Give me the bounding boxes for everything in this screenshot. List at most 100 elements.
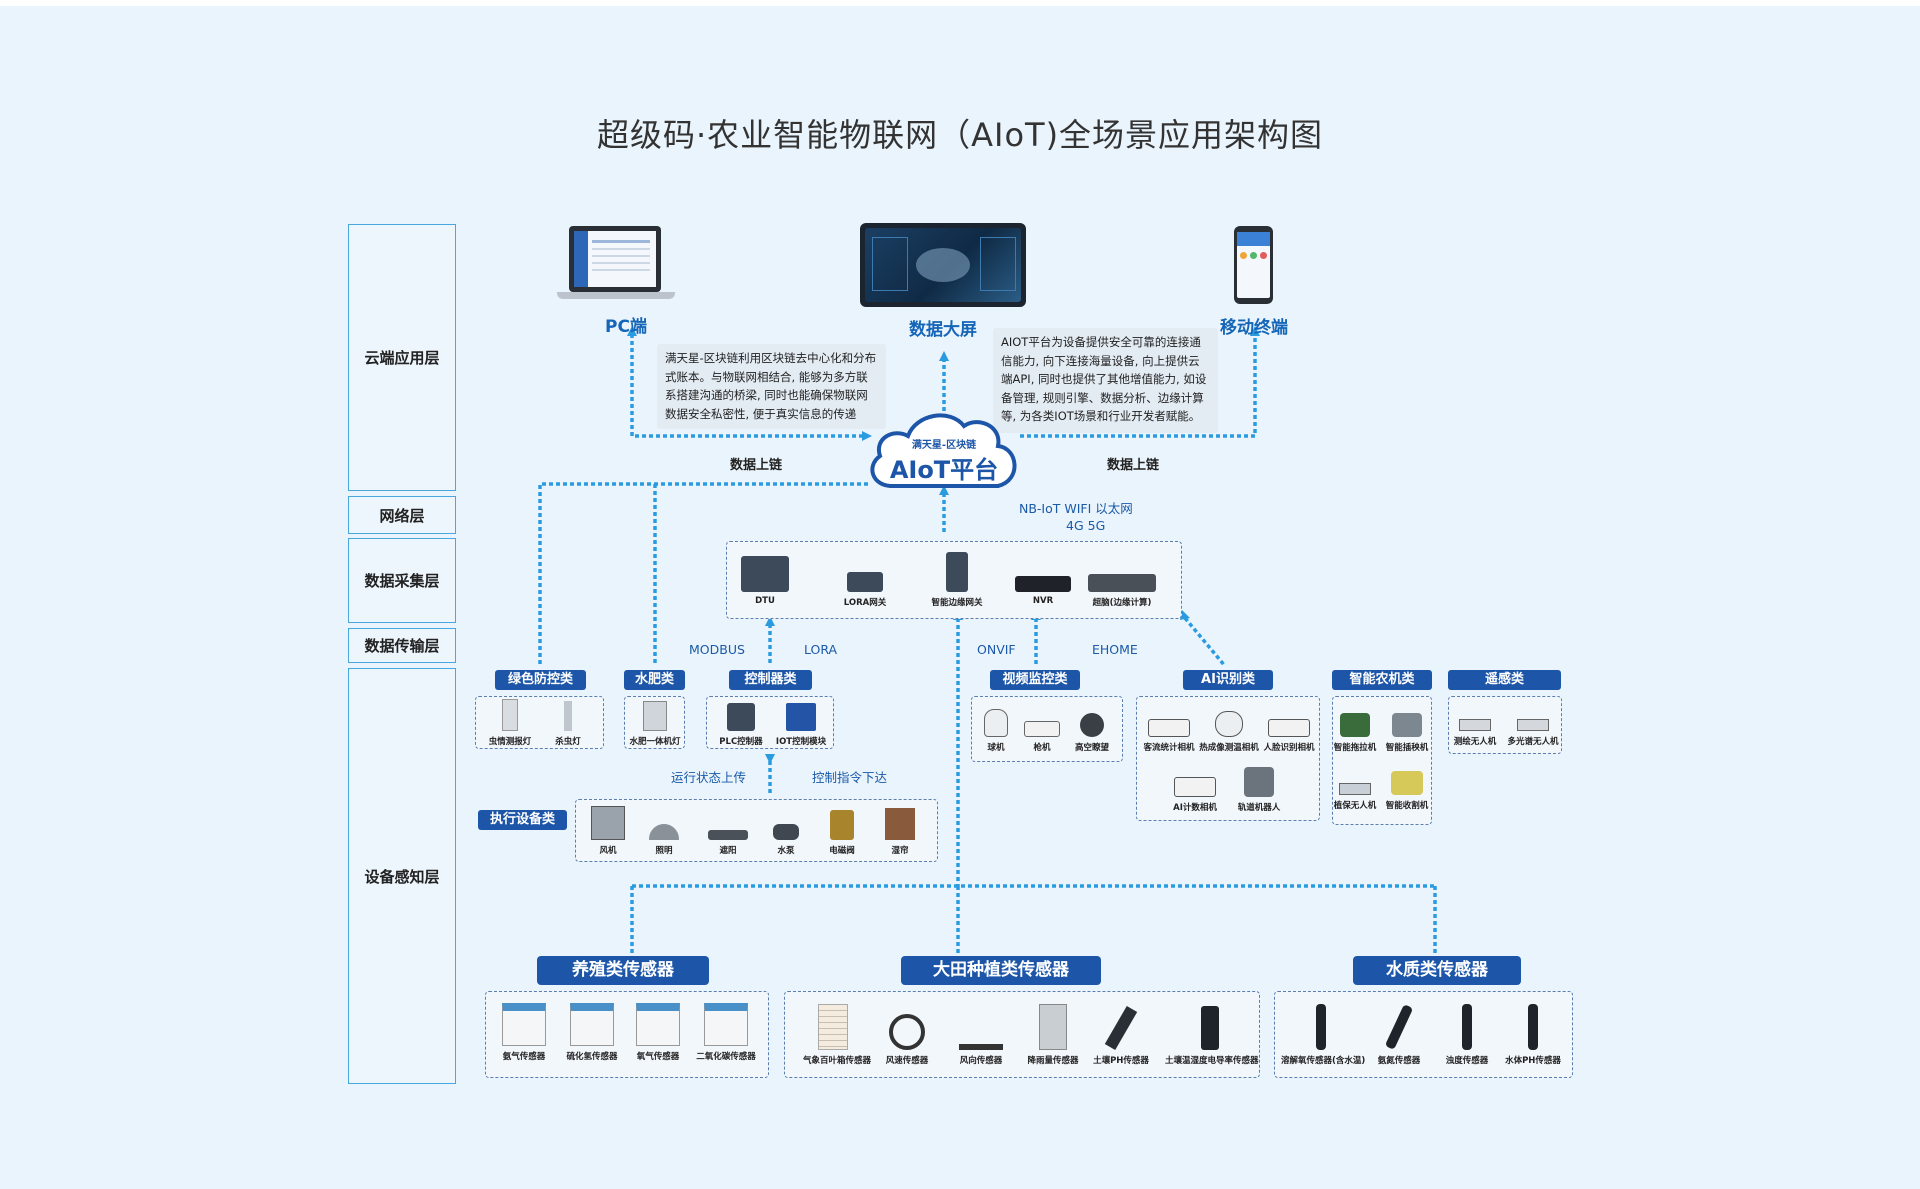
rain-gauge-icon [1039, 1004, 1067, 1050]
high-altitude-camera: 高空瞭望 [1062, 703, 1122, 753]
gateway-box: DTU LORA网关 智能边缘网关 NVR 超脑(边缘计算) [726, 541, 1182, 619]
item-label: 氧气传感器 [636, 1052, 680, 1062]
tag-controller: 控制器类 [729, 670, 812, 690]
gateway-label: LORA网关 [843, 598, 887, 608]
tag-green-control: 绿色防控类 [495, 670, 586, 690]
passenger-flow-camera: 客流统计相机 [1139, 703, 1199, 753]
uplink-right-label: 数据上链 [1107, 458, 1160, 473]
item-label: 溶解氧传感器(含水温) [1281, 1056, 1366, 1066]
gateway-label: NVR [1032, 596, 1054, 606]
protocol-onvif: ONVIF [977, 642, 1016, 657]
item-label: 客流统计相机 [1143, 743, 1195, 753]
rainfall-sensor: 降雨量传感器 [1023, 1002, 1083, 1066]
item-label: 智能收割机 [1385, 801, 1429, 811]
bullet-camera-icon [1024, 721, 1060, 737]
item-label: 枪机 [1033, 743, 1051, 753]
water-ph-probe-icon [1528, 1004, 1538, 1050]
item-label: 土壤温湿度电导率传感器 [1165, 1056, 1259, 1066]
turbidity-sensor: 浊度传感器 [1437, 1002, 1497, 1066]
pest-monitor-lamp: 虫情测报灯 [480, 699, 540, 747]
high-altitude-camera-icon [1080, 713, 1104, 737]
counting-camera-icon [1174, 777, 1216, 797]
platform-title: AIoT平台 [889, 456, 999, 484]
item-label: 电磁阀 [829, 846, 855, 856]
cloud-icon [870, 413, 1017, 488]
harvester-icon [1391, 771, 1423, 795]
dome-camera-icon [984, 709, 1008, 737]
item-label: AI计数相机 [1173, 803, 1217, 813]
video-surveillance-box: 球机 枪机 高空瞭望 [971, 696, 1123, 762]
turbidity-probe-icon [1462, 1004, 1472, 1050]
item-label: 风向传感器 [959, 1056, 1003, 1066]
nvr-device: NVR [1013, 552, 1073, 606]
soil-ph-probe-icon [1104, 1005, 1138, 1051]
face-camera-icon [1268, 719, 1310, 737]
ammonia-sensor: 氨气传感器 [494, 1002, 554, 1062]
solenoid-valve-device: 电磁阀 [812, 804, 872, 856]
blockchain-description: 满天星-区块链利用区块链去中心化和分布式账本。与物联网相结合, 能够为多方联系搭… [657, 344, 886, 429]
ai-recognition-box: 客流统计相机 热成像测温相机 人脸识别相机 AI计数相机 轨道机器人 [1136, 696, 1320, 821]
layer-cloud-app: 云端应用层 [348, 224, 456, 491]
lora-gateway-device: LORA网关 [835, 552, 895, 608]
pest-lamp-icon [502, 699, 518, 731]
platform-subtitle: 满天星-区块链 [911, 440, 977, 451]
pc-terminal-label: PC端 [605, 317, 647, 337]
item-label: 水体PH传感器 [1505, 1056, 1561, 1066]
insect-lamp-icon [564, 701, 572, 731]
water-pump-device: 水泵 [756, 804, 816, 856]
connector-lines [538, 326, 1437, 954]
screen-terminal-label: 数据大屏 [909, 320, 977, 340]
super-brain-device: 超脑(边缘计算) [1077, 552, 1167, 608]
dtu-icon [741, 556, 789, 592]
thermal-camera-icon [1215, 711, 1243, 737]
multispectral-drone-icon [1517, 719, 1549, 731]
fan-device: 风机 [578, 804, 638, 856]
gateway-label: 智能边缘网关 [931, 598, 983, 608]
protocol-lora: LORA [804, 642, 838, 657]
green-control-box: 虫情测报灯 杀虫灯 [475, 696, 604, 749]
plc-icon [727, 703, 755, 731]
ai-counting-camera: AI计数相机 [1165, 753, 1225, 813]
item-label: 气象百叶箱传感器 [803, 1056, 872, 1066]
smart-transplanter: 智能插秧机 [1377, 703, 1437, 753]
dtu-device: DTU [735, 552, 795, 606]
network-protocols-line1: NB-IoT WIFI 以太网 [1019, 501, 1133, 516]
pump-icon [773, 824, 799, 840]
layer-network: 网络层 [348, 496, 456, 534]
louver-box-icon [818, 1004, 848, 1050]
item-label: 风机 [599, 846, 617, 856]
fan-icon [591, 806, 625, 840]
item-label: 人脸识别相机 [1263, 743, 1315, 753]
tag-actuator: 执行设备类 [478, 810, 567, 830]
soil-ph-sensor: 土壤PH传感器 [1091, 1002, 1151, 1066]
oxygen-sensor-icon [636, 1003, 680, 1046]
shade-icon [708, 830, 748, 840]
item-label: IOT控制模块 [775, 737, 827, 747]
dome-camera: 球机 [966, 703, 1026, 753]
network-protocols-line2: 4G 5G [1066, 518, 1106, 533]
gateway-label: 超脑(边缘计算) [1092, 598, 1152, 608]
nh3n-probe-icon [1384, 1004, 1414, 1050]
anemometer-icon [889, 1014, 925, 1050]
remote-sensing-box: 测绘无人机 多光谱无人机 [1448, 696, 1562, 754]
item-label: 水肥一体机灯 [629, 737, 681, 747]
item-label: 智能插秧机 [1385, 743, 1429, 753]
item-label: 浊度传感器 [1445, 1056, 1489, 1066]
surveying-drone-icon [1459, 719, 1491, 731]
weather-louver-sensor: 气象百叶箱传感器 [803, 1002, 872, 1066]
item-label: 多光谱无人机 [1507, 737, 1559, 747]
ammonia-sensor-icon [502, 1003, 546, 1046]
item-label: 降雨量传感器 [1027, 1056, 1079, 1066]
wet-curtain-device: 湿帘 [870, 804, 930, 856]
edge-gateway-icon [946, 552, 968, 592]
tag-breeding-sensors: 养殖类传感器 [537, 956, 709, 985]
field-sensors-box: 气象百叶箱传感器 风速传感器 风向传感器 降雨量传感器 土壤PH传感器 土壤温湿… [784, 991, 1260, 1078]
edge-gateway-device: 智能边缘网关 [927, 552, 987, 608]
mobile-terminal-label: 移动终端 [1220, 318, 1288, 338]
protocol-modbus: MODBUS [689, 642, 745, 657]
thermal-camera: 热成像测温相机 [1199, 703, 1259, 753]
item-label: 热成像测温相机 [1199, 743, 1259, 753]
item-label: 遮阳 [719, 846, 737, 856]
layer-data-collection: 数据采集层 [348, 538, 456, 623]
dissolved-oxygen-sensor: 溶解氧传感器(含水温) [1281, 1002, 1366, 1066]
